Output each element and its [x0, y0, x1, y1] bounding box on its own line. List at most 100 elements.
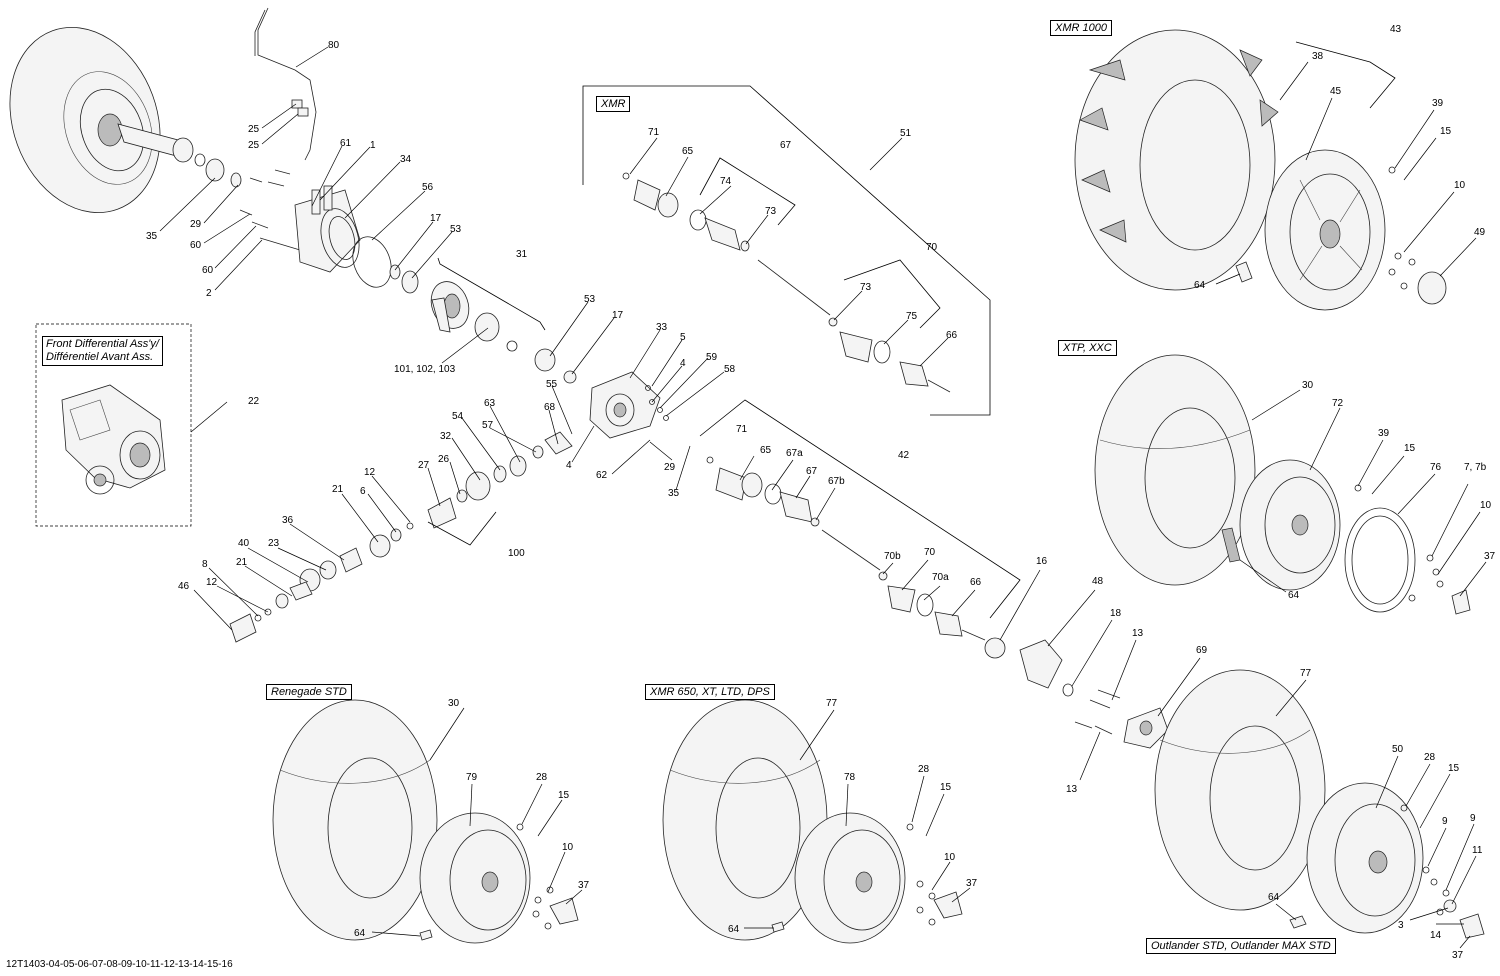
callout: 4	[566, 460, 572, 471]
outlander-wheel	[1154, 669, 1424, 934]
callout: 39	[1378, 428, 1390, 439]
callout: 16	[1036, 556, 1048, 567]
callout: 66	[970, 577, 982, 588]
callout: 45	[1330, 86, 1342, 97]
callout: 79	[466, 772, 478, 783]
callout: 70a	[932, 572, 949, 583]
callout: 33	[656, 322, 668, 333]
callout: 14	[1430, 930, 1442, 941]
callout: 36	[282, 515, 294, 526]
xmr650-wheel	[662, 699, 906, 944]
callout: 65	[760, 445, 772, 456]
callout: 12	[206, 577, 218, 588]
callout: 11	[1472, 845, 1483, 856]
callout: 75	[906, 311, 918, 322]
callout: 25	[248, 140, 260, 151]
callout: 28	[536, 772, 548, 783]
o-ring-56	[352, 236, 392, 288]
differential-housing	[294, 185, 361, 273]
callout: 7, 7b	[1464, 462, 1487, 473]
callout: 49	[1474, 227, 1486, 238]
callout: 28	[1424, 752, 1436, 763]
callout: 59	[706, 352, 718, 363]
callout: 78	[844, 772, 856, 783]
callout: 67	[780, 140, 792, 151]
callout: 8	[202, 559, 208, 570]
tag-xmr650: XMR 650, XT, LTD, DPS	[645, 684, 775, 700]
callout: 58	[724, 364, 736, 375]
callout: 64	[728, 924, 740, 935]
front-diff-cover	[589, 371, 669, 439]
tag-xmr1000: XMR 1000	[1050, 20, 1112, 36]
callout: 35	[146, 231, 158, 242]
callout: 61	[340, 138, 352, 149]
callout: 37	[966, 878, 978, 889]
callout: 15	[558, 790, 570, 801]
sensor-wire	[254, 7, 317, 161]
callout: 15	[940, 782, 952, 793]
xtp-wheel	[1094, 354, 1416, 613]
bracket-51	[582, 85, 991, 416]
callout: 64	[1268, 892, 1280, 903]
callout: 29	[664, 462, 676, 473]
callout: 55	[546, 379, 558, 390]
callout: 56	[422, 182, 434, 193]
callout: 65	[682, 146, 694, 157]
callout: 37	[578, 880, 590, 891]
cap-49	[1417, 271, 1447, 305]
bracket-100	[427, 511, 497, 546]
bracket-31	[437, 257, 546, 331]
callout: 39	[1432, 98, 1444, 109]
callout: 68	[544, 402, 556, 413]
callout: 25	[248, 124, 260, 135]
bearing-16	[984, 637, 1006, 659]
callout: 29	[190, 219, 202, 230]
callout: 30	[448, 698, 460, 709]
callout: 69	[1196, 645, 1208, 656]
callout: 76	[1430, 462, 1442, 473]
callout: 42	[898, 450, 910, 461]
bracket-67	[699, 157, 796, 226]
callout: 71	[736, 424, 748, 435]
callout: 12	[364, 467, 376, 478]
callout: 72	[1332, 398, 1344, 409]
callout: 5	[680, 332, 686, 343]
callout: 60	[202, 265, 214, 276]
inset-box	[35, 323, 192, 527]
callout: 37	[1452, 950, 1464, 961]
hub-69	[1074, 689, 1169, 749]
xmr-axle	[622, 172, 951, 393]
callout: 37	[1484, 551, 1496, 562]
callout: 48	[1092, 576, 1104, 587]
inset-title-line1: Front Differential Ass'y/	[46, 338, 159, 350]
callout: 80	[328, 40, 340, 51]
callout: 4	[680, 358, 686, 369]
inset-title: Front Differential Ass'y/ Différentiel A…	[42, 336, 163, 366]
callout: 50	[1392, 744, 1404, 755]
std-axle	[706, 456, 986, 641]
inset-title-line2: Différentiel Avant Ass.	[46, 351, 154, 363]
callout: 21	[332, 484, 344, 495]
callout: 21	[236, 557, 248, 568]
callout: 26	[438, 454, 450, 465]
callout: 13	[1066, 784, 1078, 795]
callout: 64	[1288, 590, 1300, 601]
callout: 57	[482, 420, 494, 431]
callout: 66	[946, 330, 958, 341]
callout: 30	[1302, 380, 1314, 391]
callout: 53	[450, 224, 462, 235]
callout: 10	[1454, 180, 1466, 191]
callout: 77	[1300, 668, 1312, 679]
callout: 13	[1132, 628, 1144, 639]
callout: 9	[1470, 813, 1476, 824]
callout: 62	[596, 470, 608, 481]
callout: 73	[765, 206, 777, 217]
callout: 9	[1442, 816, 1448, 827]
tag-renegade-std: Renegade STD	[266, 684, 352, 700]
callout: 22	[248, 396, 260, 407]
callout: 67a	[786, 448, 803, 459]
ring-gear	[430, 281, 470, 333]
knuckle-48	[1019, 639, 1063, 689]
callout: 6	[360, 486, 366, 497]
callout: 67b	[828, 476, 845, 487]
